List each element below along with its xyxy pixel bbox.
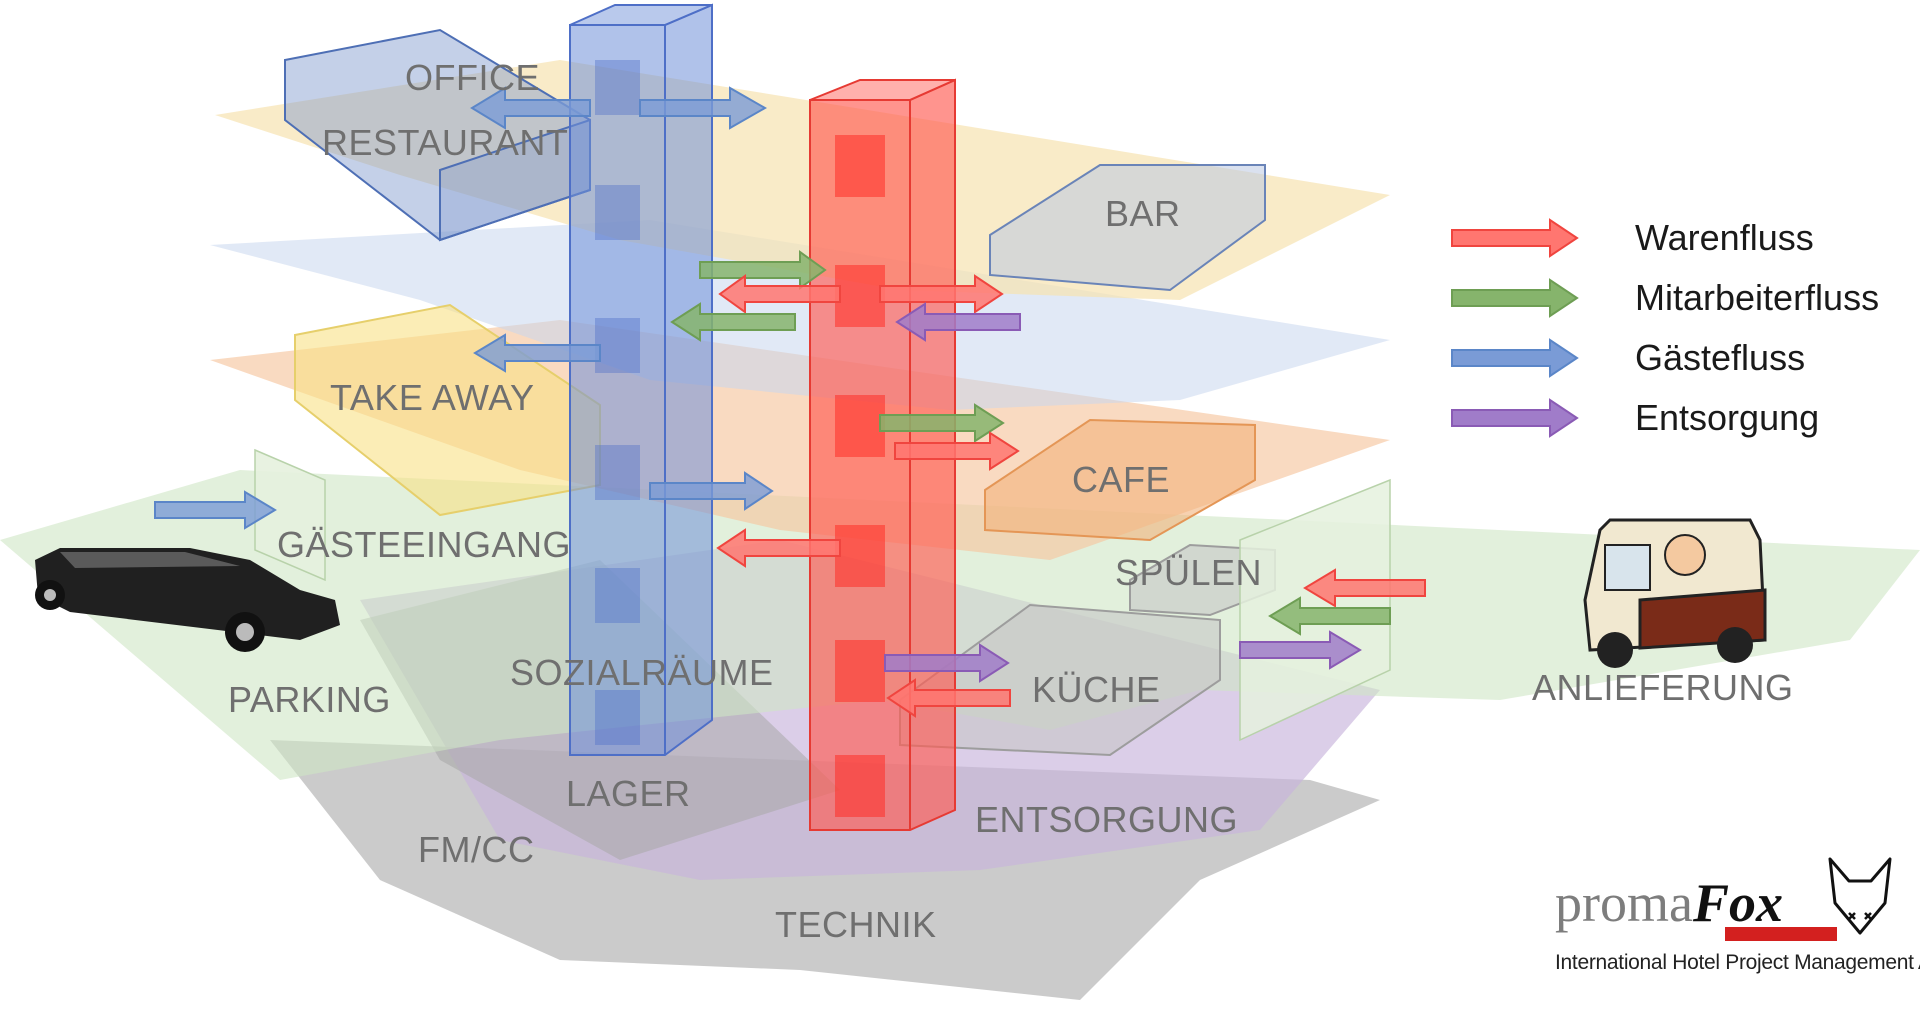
entsorgung-arrow <box>884 643 1010 683</box>
gaestefluss-arrow <box>473 333 601 373</box>
legend-item-gaestefluss: Gästefluss <box>1450 330 1920 390</box>
entsorgung-arrow <box>895 302 1021 342</box>
zone-label-restaurant: RESTAURANT <box>322 122 568 163</box>
fox-head-icon <box>1828 857 1892 935</box>
mitarbeiterfluss-arrow <box>699 250 827 290</box>
legend-label: Gästefluss <box>1635 337 1806 378</box>
zone-label-technik: TECHNIK <box>775 904 937 945</box>
floor-middle <box>210 220 1390 410</box>
zone-label-parking: PARKING <box>228 679 391 720</box>
logo-red-bar <box>1725 927 1837 941</box>
legend-label: Mitarbeiterfluss <box>1635 277 1880 318</box>
logo-wordmark: promaFox <box>1555 873 1783 933</box>
delivery-van-illustration <box>1583 518 1767 668</box>
warenfluss-arrow <box>886 678 1011 718</box>
flow-arrows <box>154 86 1426 718</box>
entsorgung-legend-arrow-icon <box>1451 398 1579 438</box>
zone-label-anlieferung: ANLIEFERUNG <box>1532 667 1794 708</box>
gaestefluss-arrow <box>639 86 768 130</box>
promafox-logo: promaFox International Hotel Project Man… <box>1555 855 1920 985</box>
limousine-illustration <box>35 548 340 652</box>
warenfluss-arrow <box>718 274 841 314</box>
floor-ground <box>0 470 1920 780</box>
logo-tagline: International Hotel Project Management A… <box>1555 951 1920 974</box>
legend-item-entsorgung: Entsorgung <box>1450 390 1920 450</box>
logo-word-b: Fox <box>1692 873 1783 933</box>
zone-label-bar: BAR <box>1105 193 1181 234</box>
cafe-box <box>984 418 1256 542</box>
gaestefluss-arrow <box>649 471 774 511</box>
legend-item-warenfluss: Warenfluss <box>1450 210 1920 270</box>
warenfluss-arrow <box>1303 568 1426 608</box>
logo-word-a: proma <box>1555 873 1693 933</box>
zone-label-gaesteeingang: GÄSTEEINGANG <box>277 524 571 565</box>
mitarbeiterfluss-legend-arrow-icon <box>1451 278 1579 318</box>
zone-label-take-away: TAKE AWAY <box>330 377 535 418</box>
zone-label-fmcc: FM/CC <box>418 829 534 870</box>
warenfluss-arrow <box>879 274 1004 314</box>
service-elevator-tower <box>809 78 956 831</box>
gaestefluss-arrow <box>470 86 591 130</box>
warenfluss-legend-arrow-icon <box>1451 218 1579 258</box>
legend-item-mitarbeiterfluss: Mitarbeiterfluss <box>1450 270 1920 330</box>
zone-label-entsorgung: ENTSORGUNG <box>975 799 1238 840</box>
gaestefluss-arrow <box>154 490 277 530</box>
zone-label-office: OFFICE <box>405 57 540 98</box>
warenfluss-arrow <box>894 431 1020 471</box>
legend: Warenfluss Mitarbeiterfluss Gästefluss E… <box>1450 210 1920 450</box>
guest-elevator-tower <box>569 3 713 756</box>
legend-label: Entsorgung <box>1635 397 1820 438</box>
mitarbeiterfluss-arrow <box>1268 596 1391 636</box>
zone-label-spuelen: SPÜLEN <box>1115 552 1262 593</box>
mitarbeiterfluss-arrow <box>670 302 796 342</box>
zone-label-lager: LAGER <box>566 773 691 814</box>
entsorgung-arrow <box>1239 630 1362 670</box>
legend-label: Warenfluss <box>1635 217 1814 258</box>
warenfluss-arrow <box>716 528 841 568</box>
bar-box <box>989 164 1266 292</box>
gaestefluss-legend-arrow-icon <box>1451 338 1579 378</box>
zone-label-kueche: KÜCHE <box>1032 669 1161 710</box>
zone-label-sozialraeume: SOZIALRÄUME <box>510 652 774 693</box>
zone-label-cafe: CAFE <box>1072 459 1170 500</box>
